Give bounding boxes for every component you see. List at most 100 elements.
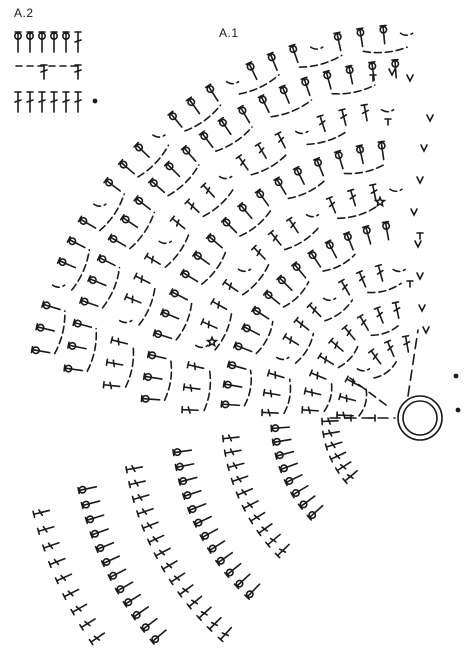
double-crochet-icon: [306, 302, 322, 318]
double-crochet-icon: [181, 405, 199, 414]
chain-arc-icon: [370, 323, 401, 337]
double-crochet-icon: [360, 103, 370, 122]
cluster-stitch-icon: [160, 308, 180, 320]
cluster-stitch-icon: [149, 629, 167, 645]
cluster-stitch-icon: [345, 64, 354, 85]
cluster-stitch-icon: [271, 437, 292, 447]
chain-arc-icon: [203, 368, 212, 412]
chain-arc-icon: [337, 343, 360, 369]
cluster-stitch-icon: [114, 581, 134, 595]
double-crochet-icon: [88, 632, 106, 646]
cluster-stitch-icon: [381, 220, 391, 241]
double-crochet-icon: [336, 411, 354, 420]
cluster-stitch-icon: [41, 300, 61, 311]
cluster-stitch-icon: [297, 495, 316, 510]
double-crochet-icon: [184, 198, 200, 214]
chain-arc-icon: [283, 378, 292, 415]
cluster-stitch-icon: [204, 83, 219, 102]
double-crochet-icon: [250, 244, 266, 260]
chain-icon: [349, 377, 387, 406]
cluster-stitch-icon: [220, 216, 238, 234]
double-crochet-icon: [254, 142, 267, 159]
cluster-stitch-icon: [274, 450, 295, 460]
chain-arc-icon: [241, 262, 271, 296]
single-crochet-icon: [369, 74, 377, 82]
cluster-stitch-icon: [122, 593, 141, 608]
cluster-stitch-icon: [307, 249, 322, 268]
chain-arc-icon: [358, 388, 368, 417]
chain-arc-icon: [167, 164, 200, 197]
chain-arc-icon: [255, 320, 274, 355]
double-crochet-icon: [133, 272, 151, 284]
double-crochet-icon: [168, 572, 186, 586]
chain-arc-icon: [175, 301, 193, 341]
cluster-stitch-icon: [133, 195, 152, 211]
double-crochet-icon: [373, 306, 384, 324]
double-crochet-icon: [200, 318, 218, 329]
double-crochet-icon: [74, 91, 82, 113]
double-crochet-icon: [36, 525, 55, 535]
cluster-stitch-icon: [220, 400, 241, 409]
double-crochet-icon: [144, 252, 161, 265]
chain-arc-icon: [86, 327, 98, 373]
cluster-stitch-icon: [244, 583, 261, 600]
cluster-stitch-icon: [177, 476, 198, 486]
end-dot-icon: [453, 373, 459, 379]
cluster-stitch-icon: [87, 274, 107, 287]
cluster-stitch-icon: [322, 69, 332, 90]
chain-arc-icon: [270, 99, 313, 118]
double-crochet-icon: [341, 324, 356, 341]
chain-arc-icon: [152, 134, 166, 138]
cluster-stitch-icon: [273, 176, 287, 195]
double-crochet-icon: [317, 352, 335, 366]
cluster-stitch-icon: [237, 201, 253, 220]
double-crochet-icon: [217, 626, 233, 643]
double-crochet-icon: [62, 91, 70, 113]
chain-arc-icon: [138, 285, 156, 326]
cluster-stitch-icon: [119, 213, 139, 229]
picot-icon: [418, 304, 426, 313]
double-crochet-icon: [324, 441, 343, 451]
chain-arc-icon: [202, 186, 236, 218]
cluster-stitch-icon: [232, 341, 253, 353]
picot-icon: [406, 74, 414, 83]
double-crochet-icon: [248, 511, 266, 525]
cluster-stitch-icon: [224, 562, 242, 579]
chain-arc-icon: [367, 282, 402, 294]
double-crochet-icon: [102, 380, 121, 390]
double-crochet-icon: [384, 339, 395, 358]
double-crochet-icon: [131, 494, 150, 504]
chain-arc-icon: [101, 266, 121, 309]
double-crochet-icon: [347, 188, 357, 207]
cluster-stitch-icon: [49, 31, 59, 53]
cluster-stitch-icon: [142, 372, 163, 381]
double-crochet-icon: [32, 509, 51, 518]
double-crochet-icon: [125, 464, 144, 474]
end-dot-icon: [92, 98, 98, 104]
chain-arc-icon: [99, 193, 126, 232]
chain-arc-icon: [51, 284, 66, 289]
cluster-stitch-icon: [356, 27, 365, 48]
chain-arc-icon: [275, 356, 290, 361]
chain-arc-icon: [287, 179, 326, 200]
cluster-stitch-icon: [205, 232, 223, 249]
chain-arc-icon: [306, 130, 349, 146]
cluster-stitch-icon: [254, 188, 270, 207]
double-crochet-icon: [367, 348, 382, 365]
picot-icon: [410, 208, 418, 217]
double-crochet-icon: [391, 301, 401, 320]
chain-arc-icon: [343, 163, 386, 175]
chain-arc-icon: [399, 32, 414, 37]
double-crochet-icon: [334, 461, 352, 474]
cluster-stitch-icon: [333, 149, 344, 170]
chain-arc-icon: [389, 188, 403, 193]
chain-arc-icon: [214, 311, 233, 351]
cluster-stitch-icon: [217, 116, 232, 136]
chain-arc-icon: [392, 268, 406, 273]
cluster-stitch-icon: [192, 515, 212, 528]
chart-label-a2: A.2: [14, 6, 34, 20]
double-crochet-icon: [38, 91, 46, 113]
chain-arc-icon: [294, 332, 315, 364]
chain-arc-icon: [214, 126, 253, 152]
double-crochet-icon: [316, 114, 326, 133]
